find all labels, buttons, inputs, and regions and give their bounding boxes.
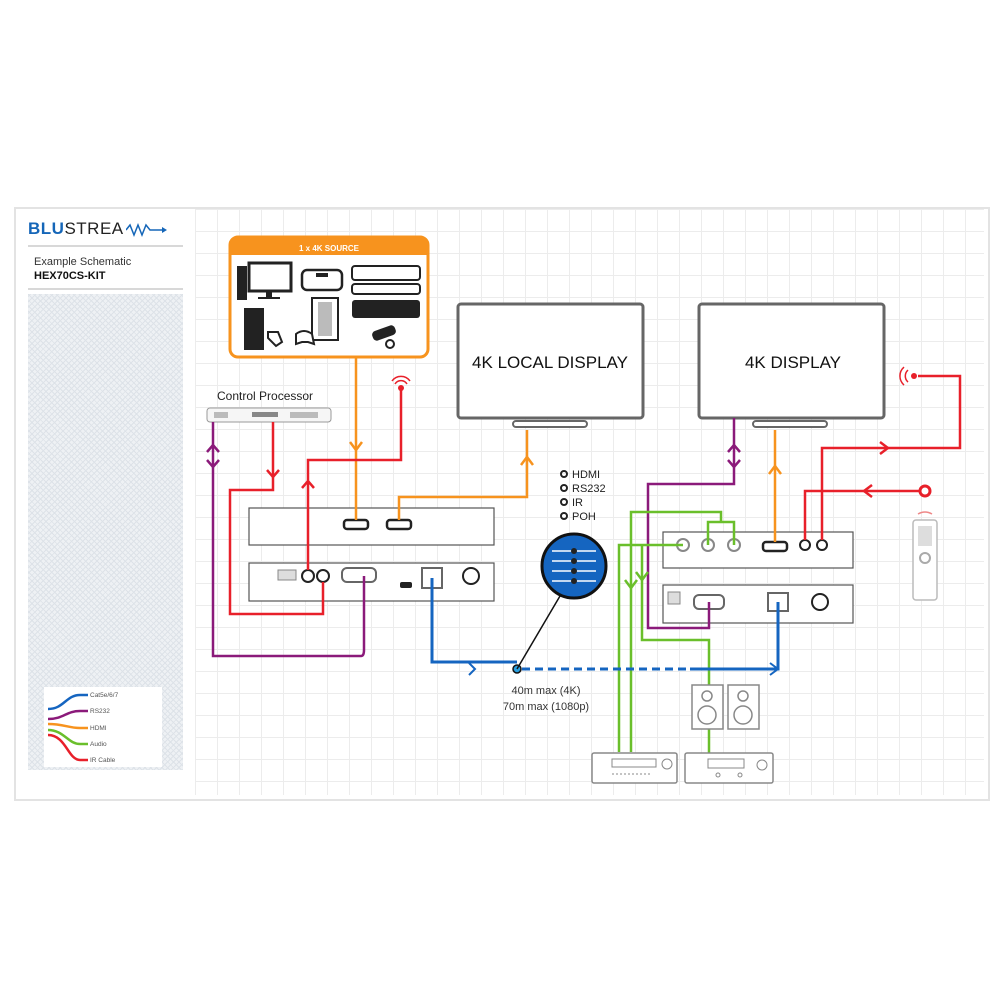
- hdmi-in-port: [342, 518, 370, 531]
- legend-swatch-hdmi: [47, 722, 88, 730]
- ir-emitter-right-icon: [899, 366, 917, 386]
- dc-12v-port: [462, 567, 480, 585]
- legend-swatch-ir: [47, 733, 88, 762]
- rs232-cable-processor-to-tx: [211, 422, 366, 658]
- ir-out-port: [301, 569, 315, 583]
- blustream-logo: BLUSTREA: [28, 219, 168, 239]
- distance-4k: 40m max (4K): [511, 685, 580, 697]
- control-processor-label: Control Processor: [217, 389, 313, 403]
- logo-text-blu: BLU: [28, 219, 65, 238]
- upgrade-port: [400, 582, 412, 588]
- legend-label-hdmi: HDMI: [90, 725, 107, 732]
- local-display: 4K LOCAL DISPLAY: [456, 302, 645, 428]
- remote-display: 4K DISPLAY: [697, 302, 886, 428]
- audio-cable-to-speakers: [640, 545, 711, 688]
- key-label-poh: POH: [572, 511, 596, 523]
- legend-label-cat: Cat5e/6/7: [90, 692, 119, 699]
- remote-control-icon: [912, 511, 938, 601]
- control-processor-device: [206, 407, 332, 423]
- cable-legend: Cat5e/6/7 RS232 HDMI Audio IR Cable: [44, 687, 162, 767]
- rs232-port: [341, 567, 377, 583]
- hdbt-key: HDMI RS232 IR POH: [540, 469, 608, 600]
- camera-icon: [372, 325, 396, 349]
- apple-tv-icon: [300, 268, 344, 292]
- rx-ir-in-port: [799, 539, 811, 551]
- key-label-hdmi: HDMI: [572, 469, 600, 481]
- legend-label-audio: Audio: [90, 741, 107, 748]
- legend-label-ir: IR Cable: [90, 757, 116, 764]
- pc-monitor-icon: [237, 261, 293, 300]
- edid-switch: [277, 569, 297, 581]
- receiver-top: [662, 531, 854, 569]
- source-title: 1 x 4K SOURCE: [299, 244, 360, 253]
- audio-cable-to-receiver-av: [629, 510, 723, 752]
- transmitter-bottom: [248, 562, 495, 602]
- legend-label-rs232: RS232: [90, 708, 110, 715]
- legend-swatch-cat: [47, 693, 88, 711]
- callout-line: [516, 595, 561, 670]
- rs232-cables: [206, 418, 741, 658]
- rs232-cable-display-to-rx: [646, 418, 736, 630]
- rx-edid-switch: [667, 591, 681, 605]
- hdmi-out-port: [385, 518, 413, 531]
- legend-swatch-audio: [47, 728, 88, 746]
- ir-cable-rx-to-emitter: [820, 374, 962, 540]
- audio-cables: [617, 510, 736, 756]
- source-box: 1 x 4K SOURCE: [228, 235, 430, 359]
- rx-hdmi-out-port: [761, 540, 789, 553]
- remote-display-label: 4K DISPLAY: [745, 353, 841, 372]
- legend-swatch-rs232: [47, 709, 88, 721]
- rx-ir-out-port: [816, 539, 828, 551]
- amplifier-icon: [684, 752, 774, 784]
- model-name: HEX70CS-KIT: [34, 270, 106, 282]
- transmitter-top: [248, 507, 495, 546]
- ir-cable-emitter-to-tx: [306, 390, 403, 570]
- hdmi-cables: [349, 357, 782, 542]
- speakers-icon: [691, 684, 760, 730]
- key-label-ir: IR: [572, 497, 583, 509]
- key-label-rs232: RS232: [572, 483, 606, 495]
- set-top-box-icon: [351, 265, 421, 318]
- wave-arrow-icon: [125, 222, 167, 237]
- hdbt-cable: [430, 578, 780, 676]
- ir-cable-receiver-eye: [803, 489, 920, 540]
- ir-emitter-icon: [391, 375, 411, 391]
- receiver-bottom: [662, 584, 854, 624]
- legend-swatches: [47, 693, 88, 762]
- schematic-subtitle: Example Schematic: [34, 256, 132, 268]
- hdmi-cable-tx-to-local-display: [397, 430, 529, 520]
- xbox-icon: [295, 297, 339, 346]
- logo-text-stream: STREA: [64, 219, 123, 238]
- distance-1080p: 70m max (1080p): [503, 701, 589, 713]
- ir-in-port: [316, 569, 330, 583]
- av-receiver-icon: [591, 752, 678, 784]
- playstation-icon: [244, 308, 284, 350]
- ir-cables: [228, 374, 962, 616]
- rx-dc-12v-port: [811, 593, 829, 611]
- audio-cable-coax: [617, 543, 683, 752]
- ir-receiver-eye-icon: [918, 484, 932, 498]
- divider: [28, 288, 183, 290]
- local-display-label: 4K LOCAL DISPLAY: [472, 353, 628, 372]
- divider: [28, 245, 183, 247]
